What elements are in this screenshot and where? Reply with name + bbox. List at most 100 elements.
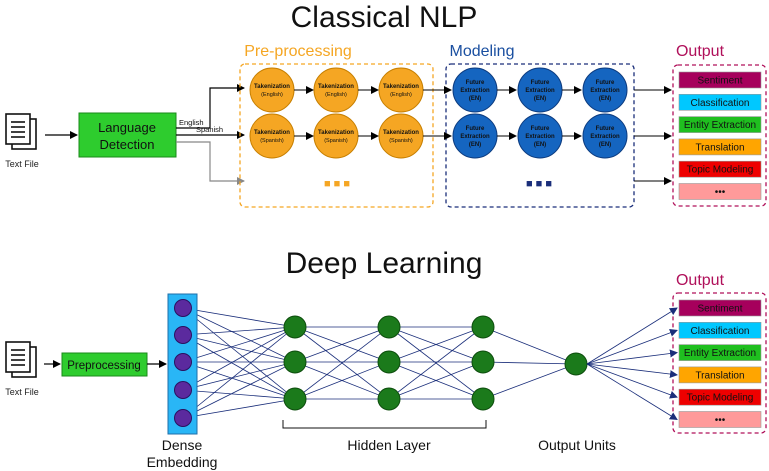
tokenization-spanish-node-2: Takenization (Spanish) — [313, 113, 359, 159]
svg-text:(English): (English) — [325, 92, 347, 98]
output-edge — [586, 349, 678, 365]
hidden-node — [471, 315, 495, 339]
svg-text:Takenization: Takenization — [383, 130, 419, 136]
output-box — [678, 183, 762, 200]
network-edge — [182, 334, 296, 363]
output-item-classification: Classification — [678, 94, 762, 111]
output-label: Entity Extraction — [684, 120, 756, 131]
classical-output-group — [672, 64, 767, 207]
feature-extraction-node-1: Future Extraction (EN) — [452, 67, 498, 113]
svg-text:Takenization: Takenization — [254, 84, 290, 90]
text-file-icon — [5, 113, 37, 150]
output-edge — [586, 307, 678, 365]
hidden-node — [283, 387, 307, 411]
svg-text:Extraction: Extraction — [525, 134, 555, 140]
embedding-nodes — [174, 299, 192, 427]
output-box — [678, 138, 762, 156]
output-label: Sentiment — [697, 304, 742, 315]
svg-text:(EN): (EN) — [469, 96, 481, 102]
language-detection-box — [78, 112, 177, 158]
svg-text:Future: Future — [466, 80, 485, 86]
output-item-entity-extraction: Entity Extraction — [678, 344, 762, 361]
network-edge — [182, 398, 296, 419]
network-edge — [482, 326, 577, 365]
tokenization-english-node-3: Takenization (English) — [378, 67, 424, 113]
classical-output-title: Output — [676, 43, 725, 60]
embedding-node — [174, 353, 192, 371]
preprocessing-group — [239, 63, 434, 208]
svg-text:(EN): (EN) — [534, 142, 546, 148]
output-item-translation: Translation — [678, 366, 762, 384]
network-edge — [388, 326, 484, 363]
svg-text:Takenization: Takenization — [318, 84, 354, 90]
hidden-node — [377, 387, 401, 411]
tokenization-english-node-1: Takenization (English) — [249, 67, 295, 113]
svg-text:Takenization: Takenization — [254, 130, 290, 136]
output-item-sentiment: Sentiment — [678, 299, 762, 317]
network-edge — [182, 307, 296, 363]
embedding-node — [174, 326, 192, 344]
hidden-node — [377, 350, 401, 374]
output-item-topic-modeling: Topic Modeling — [678, 160, 762, 178]
network-edge — [482, 363, 577, 400]
network-edge — [182, 326, 296, 363]
network-edge — [482, 361, 577, 365]
hidden-layer-bracket — [282, 420, 487, 429]
hidden-node — [283, 350, 307, 374]
feature-extraction-node-4: Future Extraction (EN) — [452, 113, 498, 159]
output-box — [678, 116, 762, 133]
embedding-node — [174, 381, 192, 399]
network-edge — [182, 326, 296, 391]
output-units-label: Output Units — [538, 437, 616, 453]
classical-title: Classical NLP — [291, 1, 478, 34]
output-item-topic-modeling: Topic Modeling — [678, 388, 762, 406]
modeling-ellipsis: ■ ■ ■ — [526, 178, 552, 190]
svg-text:Future: Future — [531, 126, 550, 132]
output-edge — [586, 329, 678, 365]
network-edge — [294, 361, 390, 400]
feature-extraction-node-6: Future Extraction (EN) — [582, 113, 628, 159]
output-label: Classification — [691, 326, 750, 337]
output-edge — [586, 363, 678, 379]
network-edge — [182, 361, 296, 391]
output-item-more: ••• — [678, 183, 762, 200]
output-label: Sentiment — [697, 76, 742, 87]
other-branch-arrow — [176, 141, 245, 185]
svg-text:Extraction: Extraction — [460, 134, 490, 140]
svg-text:Future: Future — [596, 126, 615, 132]
svg-text:Future: Future — [466, 126, 485, 132]
output-box — [678, 366, 762, 384]
svg-text:Extraction: Extraction — [525, 88, 555, 94]
output-item-entity-extraction: Entity Extraction — [678, 116, 762, 133]
english-branch-label: English — [179, 118, 204, 127]
deep-output-group — [672, 292, 767, 434]
output-box — [678, 388, 762, 406]
feature-extraction-node-5: Future Extraction (EN) — [517, 113, 563, 159]
output-label: Entity Extraction — [684, 348, 756, 359]
output-item-sentiment: Sentiment — [678, 71, 762, 89]
deep-output-title: Output — [676, 272, 725, 289]
hidden-node — [377, 315, 401, 339]
output-box — [678, 71, 762, 89]
svg-text:Future: Future — [596, 80, 615, 86]
output-label: Classification — [691, 98, 750, 109]
svg-text:(Spanish): (Spanish) — [389, 138, 413, 144]
hidden-node — [471, 387, 495, 411]
english-branch-arrow — [176, 84, 245, 129]
hidden-layer-nodes — [283, 315, 495, 411]
output-label: ••• — [715, 187, 726, 198]
svg-text:(English): (English) — [261, 92, 283, 98]
preprocessing-title: Pre-processing — [244, 43, 352, 60]
spanish-branch-label: Spanish — [196, 125, 223, 134]
output-label: Translation — [695, 370, 744, 381]
dense-embedding-label-line1: Dense — [162, 437, 203, 453]
tokenization-english-node-2: Takenization (English) — [313, 67, 359, 113]
deep-learning-title: Deep Learning — [286, 247, 483, 280]
network-edge — [182, 326, 296, 336]
preprocessing-ellipsis: ■ ■ ■ — [324, 178, 350, 190]
svg-text:Takenization: Takenization — [318, 130, 354, 136]
network-edge — [182, 334, 296, 400]
hidden-node — [283, 315, 307, 339]
